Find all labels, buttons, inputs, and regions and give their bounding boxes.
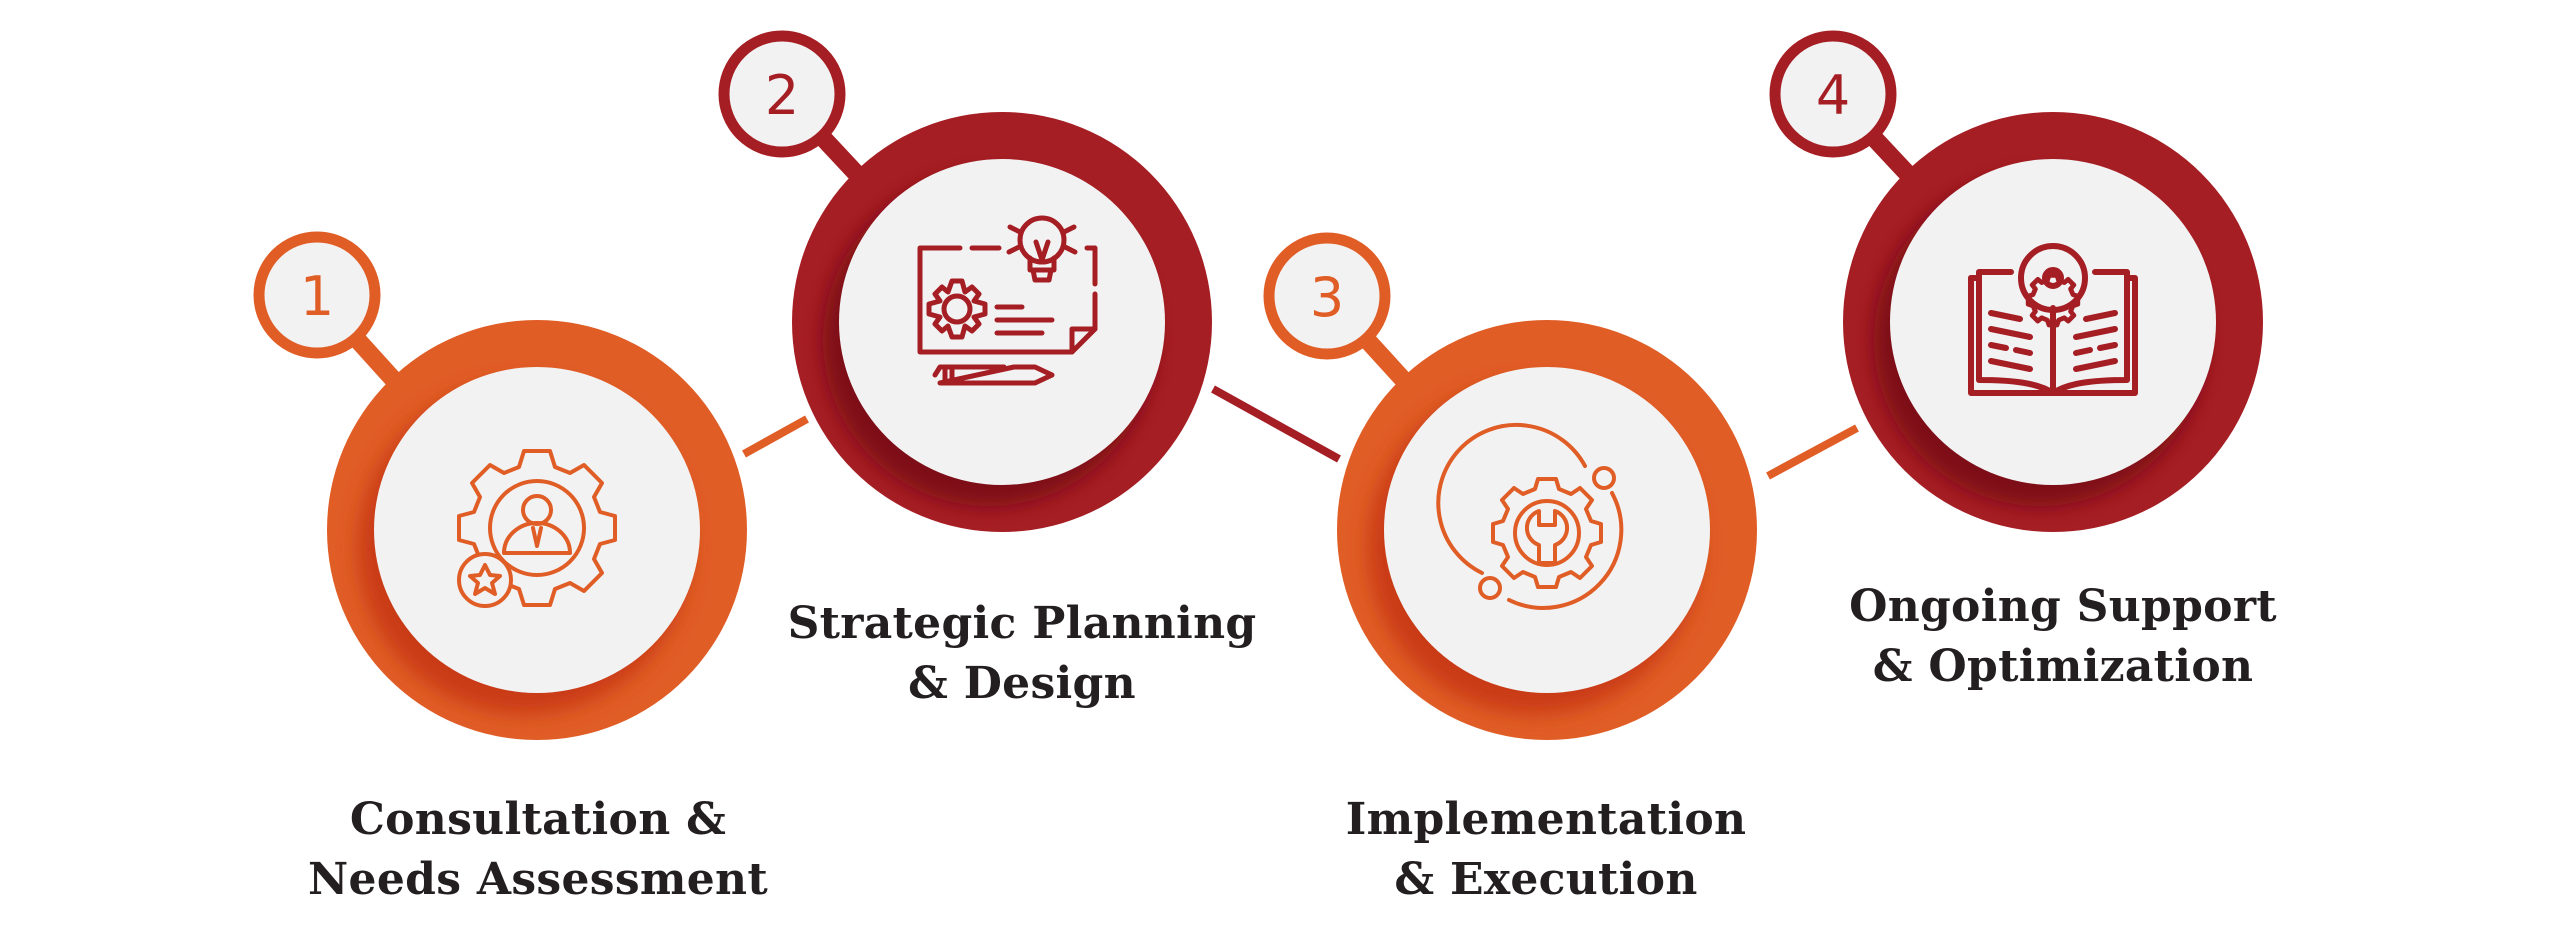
gear-person-star-icon — [457, 449, 617, 608]
step-4-title: Ongoing Support & Optimization — [1753, 577, 2373, 697]
book-gear-icon — [1968, 243, 2138, 396]
step-2-node — [718, 30, 1212, 532]
step-2-title-line1: Strategic Planning — [787, 598, 1257, 649]
step-4-badge — [1769, 30, 1897, 158]
step-1-title: Consultation & Needs Assessment — [228, 790, 848, 910]
step-3-title-line2: & Execution — [1394, 854, 1698, 905]
step-1-badge — [253, 231, 381, 359]
connector-2-3 — [1211, 385, 1341, 463]
step-3-badge — [1263, 232, 1391, 360]
step-1-title-line2: Needs Assessment — [308, 854, 768, 905]
step-1-title-line1: Consultation & — [349, 794, 727, 845]
step-1-number: 1 — [299, 264, 335, 328]
step-2-title: Strategic Planning & Design — [712, 594, 1332, 714]
step-3-node — [1263, 232, 1757, 740]
blueprint-lightbulb-icon — [917, 215, 1098, 386]
step-3-title-line1: Implementation — [1345, 794, 1747, 845]
step-2-badge — [718, 30, 846, 158]
connector-3-4 — [1766, 424, 1859, 480]
step-4-title-line2: & Optimization — [1872, 641, 2254, 692]
step-4-number: 4 — [1815, 63, 1851, 127]
step-2-number: 2 — [764, 63, 800, 127]
step-2-title-line2: & Design — [908, 658, 1136, 709]
step-3-title: Implementation & Execution — [1236, 790, 1856, 910]
gear-wrench-orbit-icon — [1436, 423, 1624, 610]
connector-1-2 — [742, 415, 809, 458]
step-1-node — [253, 231, 747, 740]
step-3-number: 3 — [1309, 265, 1345, 329]
step-4-title-line1: Ongoing Support — [1849, 581, 2277, 632]
step-4-node — [1769, 30, 2263, 532]
